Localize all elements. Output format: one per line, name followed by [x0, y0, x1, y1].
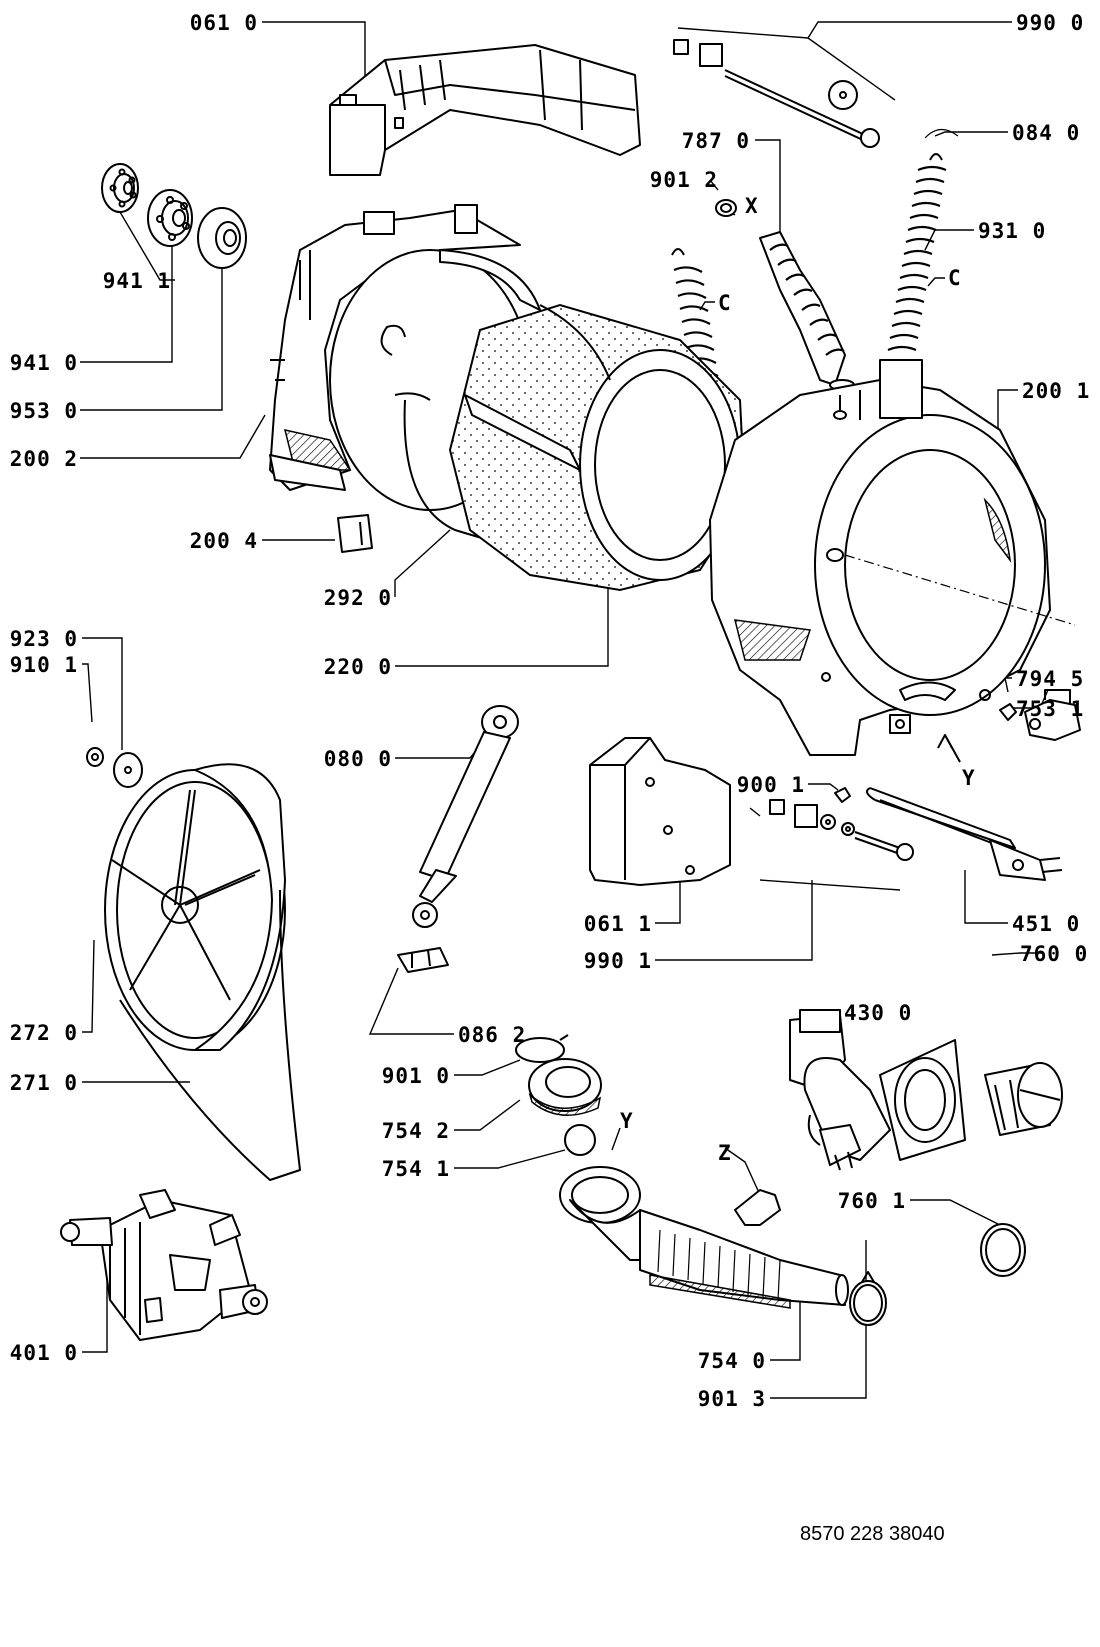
label-272-0: 272 0 [10, 1021, 78, 1045]
small-hose-part [734, 1189, 781, 1226]
pulley-nut-part [86, 747, 104, 767]
label-787-0: 787 0 [682, 129, 750, 153]
label-990-1: 990 1 [584, 949, 652, 973]
label-953-0: 953 0 [10, 399, 78, 423]
letter-y-tub: Y [962, 766, 975, 790]
letter-c-left: C [718, 291, 731, 315]
filter-seal-ring-part [980, 1223, 1026, 1277]
ntc-sensor-part [999, 703, 1017, 721]
drum-pulley-part [104, 763, 286, 1051]
filter-seal-ring-inner [985, 1228, 1021, 1272]
tub-spring-right-part [887, 153, 947, 352]
label-451-0: 451 0 [1012, 912, 1080, 936]
label-271-0: 271 0 [10, 1071, 78, 1095]
drum-part [448, 303, 747, 592]
label-754-2: 754 2 [382, 1119, 450, 1143]
label-086-2: 086 2 [458, 1023, 526, 1047]
drain-pump-part [789, 1009, 966, 1171]
letter-x: X [745, 194, 758, 218]
bellows-hose-part [759, 231, 855, 391]
label-900-1: 900 1 [737, 773, 805, 797]
bearing-large-part [147, 189, 193, 247]
bolt-kit-top-part [673, 39, 880, 148]
heating-element-part [865, 787, 1063, 881]
pump-filter-part [984, 1062, 1063, 1136]
label-901-0: 901 0 [382, 1064, 450, 1088]
counterweight-front-part [589, 737, 731, 886]
label-754-0: 754 0 [698, 1349, 766, 1373]
pulley-washer-part [113, 752, 143, 788]
front-tub-part [709, 359, 1076, 756]
letter-c-right: C [948, 266, 961, 290]
label-941-1: 941 1 [103, 269, 171, 293]
label-292-0: 292 0 [324, 586, 392, 610]
label-084-0: 084 0 [1012, 121, 1080, 145]
drive-belt-part [119, 889, 301, 1181]
label-200-4: 200 4 [190, 529, 258, 553]
label-430-0: 430 0 [844, 1001, 912, 1025]
nut-900-part [834, 787, 851, 803]
motor-part [60, 1189, 268, 1341]
label-061-1: 061 1 [584, 912, 652, 936]
shock-absorber-part [412, 705, 519, 928]
counterweight-top-part [329, 44, 641, 176]
sump-hose-part [559, 1166, 849, 1309]
document-code: 8570 228 38040 [800, 1523, 945, 1545]
sump-ring-part [528, 1058, 602, 1116]
label-061-0: 061 0 [190, 11, 258, 35]
label-760-1: 760 1 [838, 1189, 906, 1213]
label-080-0: 080 0 [324, 747, 392, 771]
letter-z: Z [718, 1141, 731, 1165]
label-754-1: 754 1 [382, 1157, 450, 1181]
hose-clamp-middle-part [515, 1034, 569, 1063]
label-794-5: 794 5 [1016, 667, 1084, 691]
label-941-0: 941 0 [10, 351, 78, 375]
check-ball-part [564, 1124, 596, 1156]
label-401-0: 401 0 [10, 1341, 78, 1365]
hose-clamp-lower-part [849, 1271, 887, 1326]
part-labels: 061 0 990 0 787 0 084 0 901 2 941 1 931 … [10, 11, 1090, 1411]
connection-letters: X C C Y Y Z [620, 194, 975, 1165]
clip-084-part [924, 128, 959, 139]
label-901-2: 901 2 [650, 168, 718, 192]
label-990-0: 990 0 [1016, 11, 1084, 35]
seal-ring-part [197, 207, 247, 269]
label-200-1: 200 1 [1022, 379, 1090, 403]
label-931-0: 931 0 [978, 219, 1046, 243]
tub-clip-part [337, 514, 373, 553]
pressure-switch-part [1024, 689, 1081, 741]
shock-bracket-part [397, 947, 449, 973]
label-910-1: 910 1 [10, 653, 78, 677]
bearing-small-part [101, 163, 139, 213]
label-923-0: 923 0 [10, 627, 78, 651]
bolt-kit-front-part [769, 799, 914, 861]
letter-y-sump: Y [620, 1109, 633, 1133]
hose-clamp-upper-part [715, 199, 737, 217]
label-220-0: 220 0 [324, 655, 392, 679]
label-753-1: 753 1 [1016, 697, 1084, 721]
label-901-3: 901 3 [698, 1387, 766, 1411]
label-200-2: 200 2 [10, 447, 78, 471]
label-760-0: 760 0 [1020, 942, 1088, 966]
